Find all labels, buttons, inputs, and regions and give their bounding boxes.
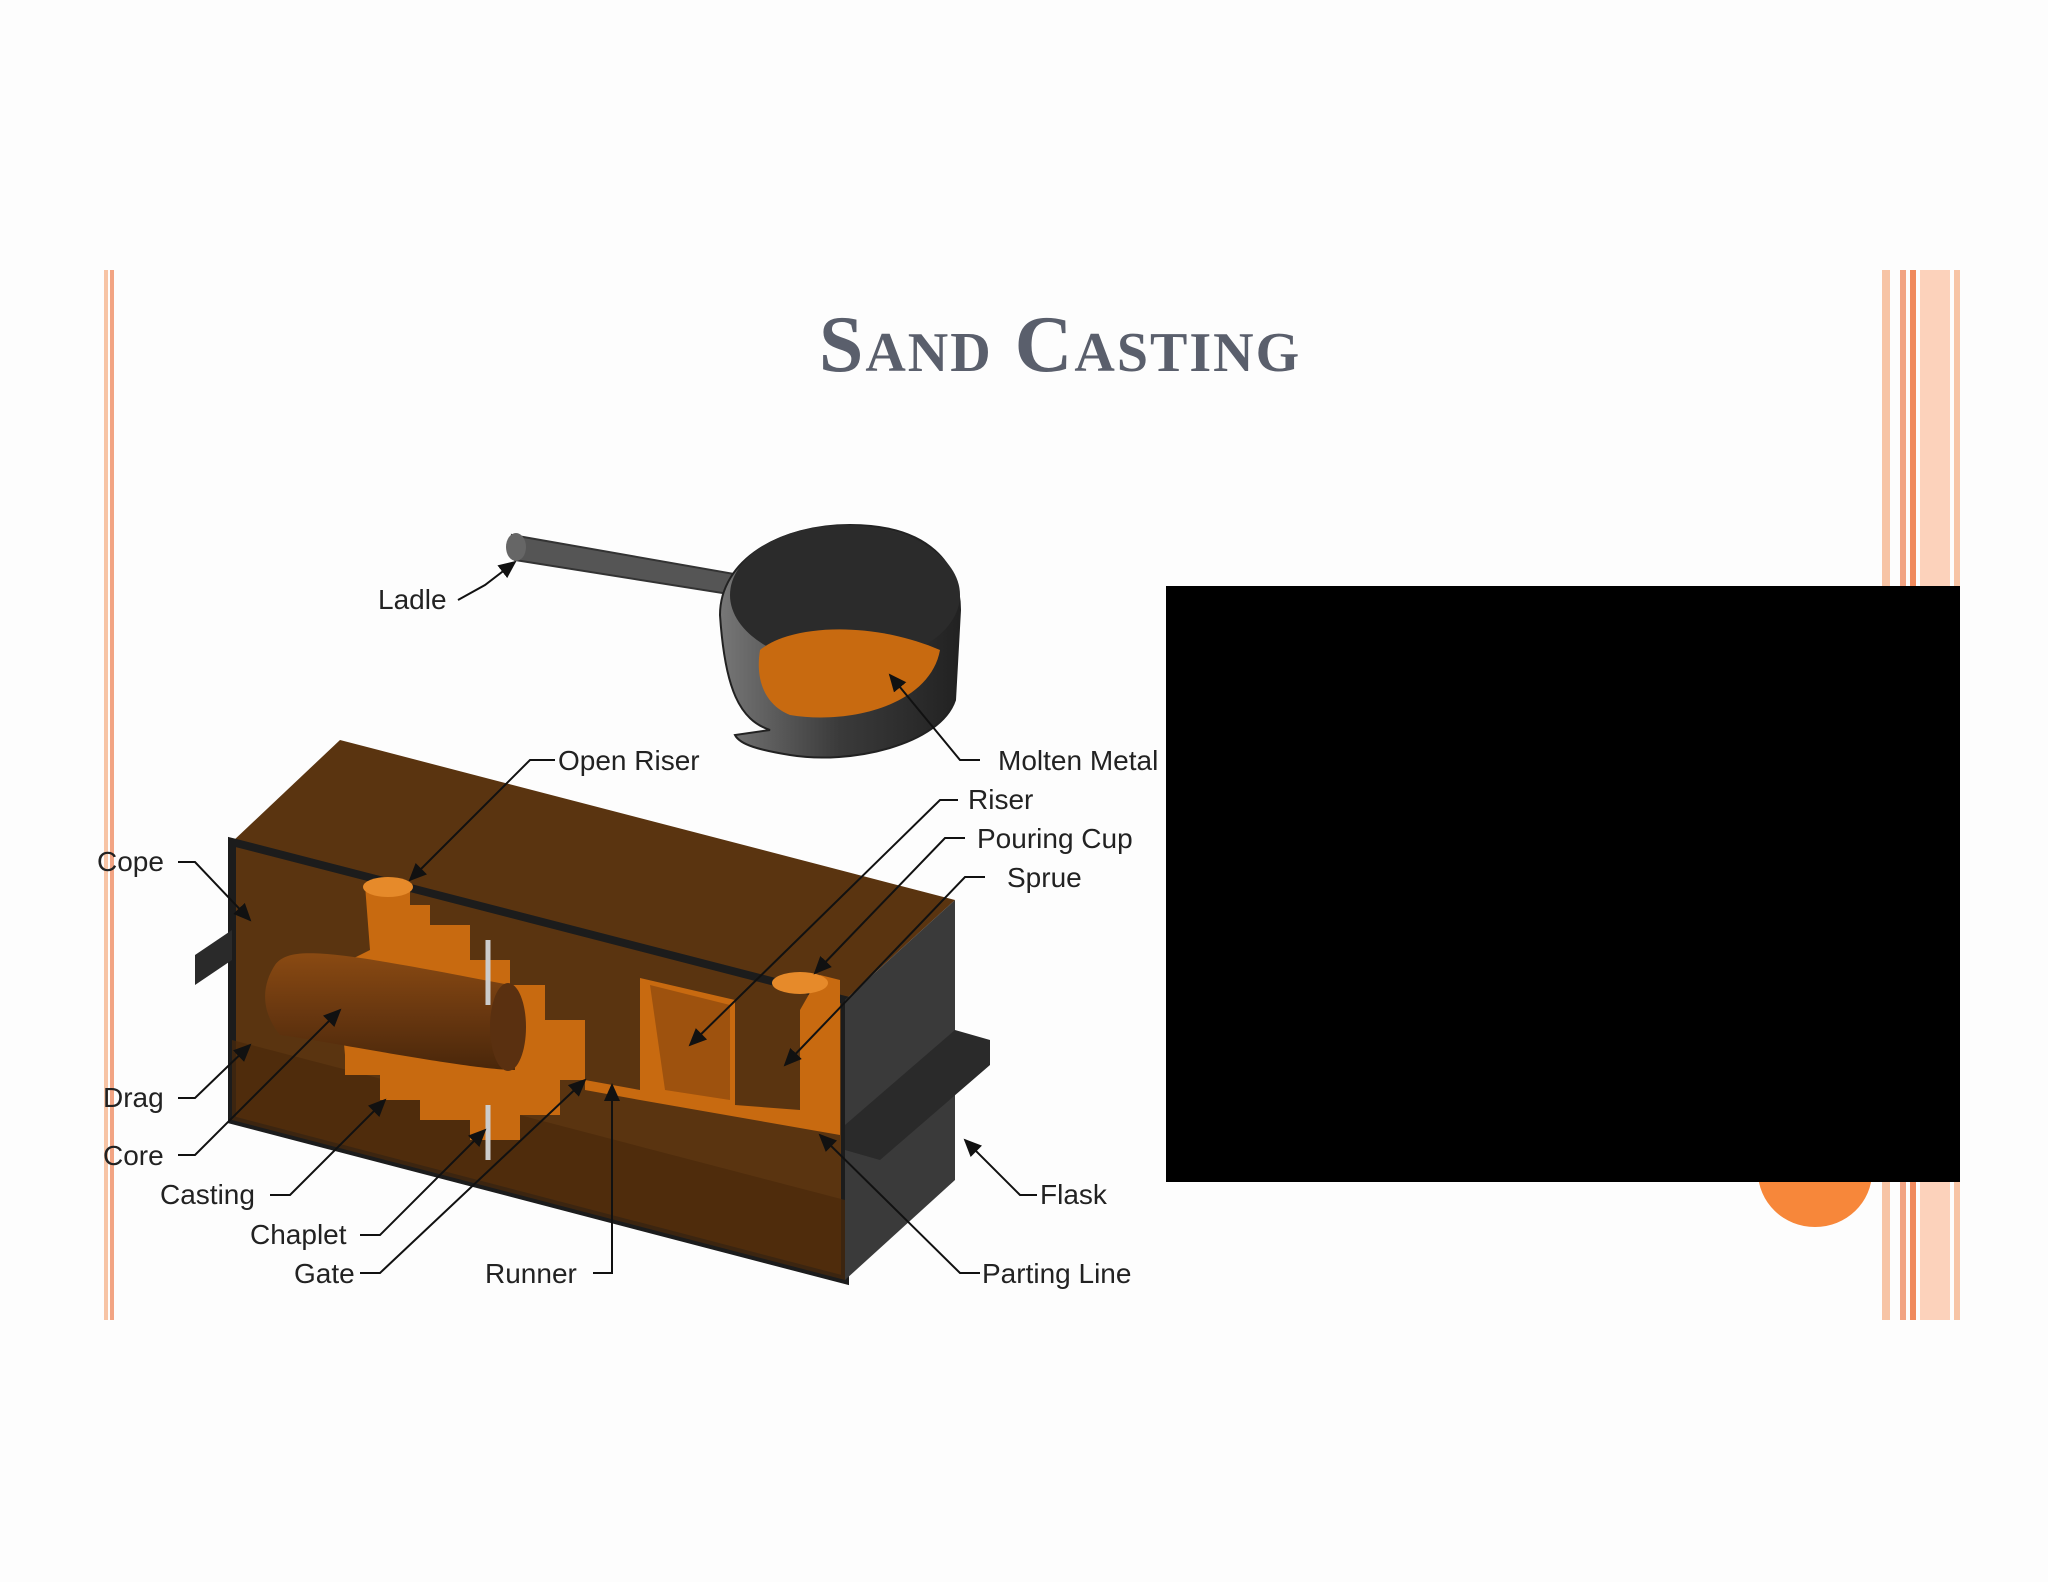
video-placeholder[interactable] bbox=[1166, 586, 1960, 1182]
label-cope: Cope bbox=[97, 846, 164, 877]
slide-title: Sand Casting bbox=[818, 301, 1302, 389]
label-sprue: Sprue bbox=[1007, 862, 1082, 893]
label-core: Core bbox=[103, 1140, 164, 1171]
label-pouring-cup: Pouring Cup bbox=[977, 823, 1133, 854]
leader-lines bbox=[178, 560, 1037, 1274]
label-riser: Riser bbox=[968, 784, 1033, 815]
label-parting-line: Parting Line bbox=[982, 1258, 1131, 1289]
left-bar-inner bbox=[110, 270, 114, 1320]
label-drag: Drag bbox=[103, 1082, 164, 1113]
left-bar-outer bbox=[104, 270, 108, 1320]
label-flask: Flask bbox=[1040, 1179, 1108, 1210]
molten-metal bbox=[758, 629, 940, 718]
label-chaplet: Chaplet bbox=[250, 1219, 347, 1250]
label-gate: Gate bbox=[294, 1258, 355, 1289]
label-runner: Runner bbox=[485, 1258, 577, 1289]
label-casting: Casting bbox=[160, 1179, 255, 1210]
ladle bbox=[506, 523, 962, 759]
label-molten-metal: Molten Metal bbox=[998, 745, 1158, 776]
label-ladle: Ladle bbox=[378, 584, 447, 615]
flask bbox=[195, 740, 990, 1286]
label-open-riser: Open Riser bbox=[558, 745, 700, 776]
